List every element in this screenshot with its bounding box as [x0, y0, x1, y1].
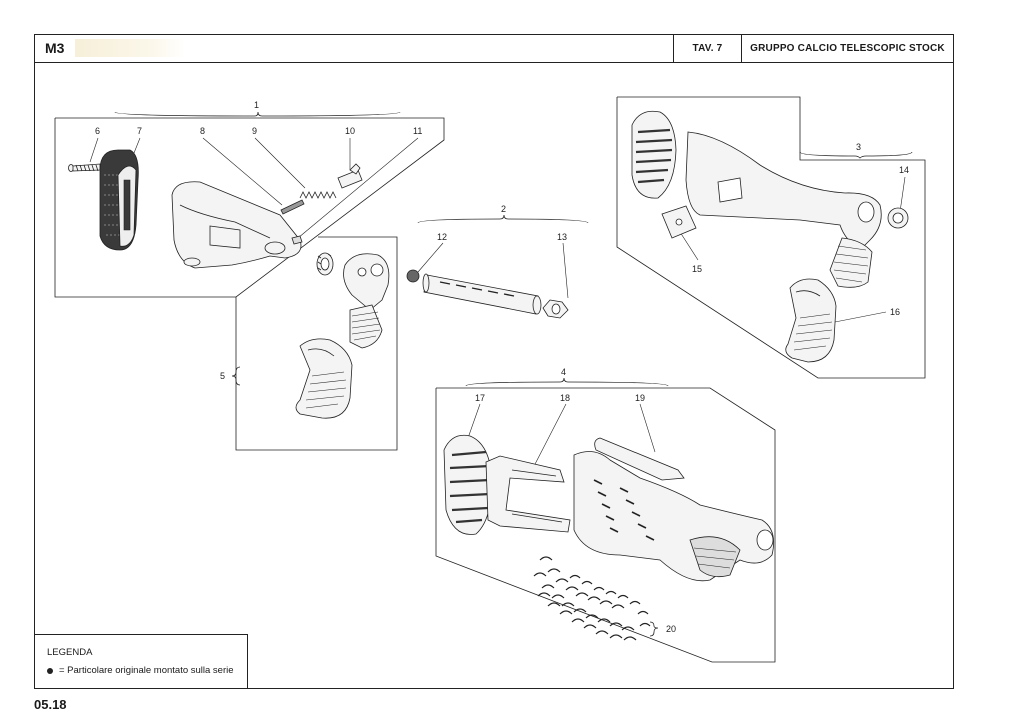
callout-1: 1 — [254, 100, 259, 110]
legend-entry: = Particolare originale montato sulla se… — [47, 665, 234, 676]
part-20-clips — [533, 556, 651, 641]
callout-13: 13 — [557, 232, 567, 242]
part-7-recoil-pad — [99, 149, 139, 251]
callout-11: 11 — [413, 126, 422, 136]
title-block: M3 TAV. 7 GRUPPO CALCIO TELESCOPIC STOCK — [35, 35, 953, 63]
callout-15: 15 — [692, 264, 702, 274]
callout-4: 4 — [561, 367, 566, 377]
group-1-stock-body — [171, 181, 302, 269]
callout-7: 7 — [137, 126, 142, 136]
callout-labels: 1 2 3 4 5 6 7 8 9 10 11 12 13 14 15 16 1… — [95, 100, 909, 634]
callout-12: 12 — [437, 232, 447, 242]
group-4-telescopic — [443, 434, 775, 582]
callout-3: 3 — [856, 142, 861, 152]
leader-lines — [89, 137, 906, 471]
callout-6: 6 — [95, 126, 100, 136]
bullet-icon — [47, 667, 53, 674]
group-outlines — [54, 96, 926, 663]
bracket-20 — [649, 621, 659, 637]
group-3-outline — [616, 96, 926, 379]
drawing-title: GRUPPO CALCIO TELESCOPIC STOCK — [741, 35, 953, 62]
group-2-tube — [406, 269, 569, 319]
callout-19: 19 — [635, 393, 645, 403]
legend-entry-text: = Particolare originale montato sulla se… — [59, 665, 234, 676]
group-4-outline — [435, 387, 776, 663]
part-6-screw — [68, 163, 101, 172]
bracket-3 — [799, 151, 913, 159]
part-10-latch — [337, 163, 363, 189]
callout-9: 9 — [252, 126, 257, 136]
part-11-nut — [291, 235, 303, 245]
model-highlight — [75, 39, 185, 57]
callout-16: 16 — [890, 307, 900, 317]
part-8-pin — [280, 199, 305, 215]
model-code: M3 — [45, 40, 65, 56]
page-number: 05.18 — [34, 697, 67, 712]
callout-18: 18 — [560, 393, 570, 403]
callout-10: 10 — [345, 126, 355, 136]
legend-title: LEGENDA — [47, 647, 93, 658]
drawing-frame: M3 TAV. 7 GRUPPO CALCIO TELESCOPIC STOCK… — [34, 34, 954, 689]
callout-14: 14 — [899, 165, 909, 175]
group-5-outline — [235, 236, 398, 451]
group-3-stock — [631, 110, 909, 363]
bracket-2 — [417, 214, 589, 224]
callout-20: 20 — [666, 624, 676, 634]
bracket-4 — [465, 377, 669, 387]
table-number: TAV. 7 — [673, 35, 741, 62]
group-1-outline — [54, 117, 445, 298]
callout-17: 17 — [475, 393, 485, 403]
bracket-1 — [114, 111, 401, 117]
callout-5: 5 — [220, 371, 225, 381]
bracket-5 — [231, 366, 241, 386]
callout-8: 8 — [200, 126, 205, 136]
callout-2: 2 — [501, 204, 506, 214]
legend-box: LEGENDA = Particolare originale montato … — [35, 634, 248, 688]
group-5-assembly — [295, 252, 390, 419]
part-9-spring — [299, 191, 337, 199]
